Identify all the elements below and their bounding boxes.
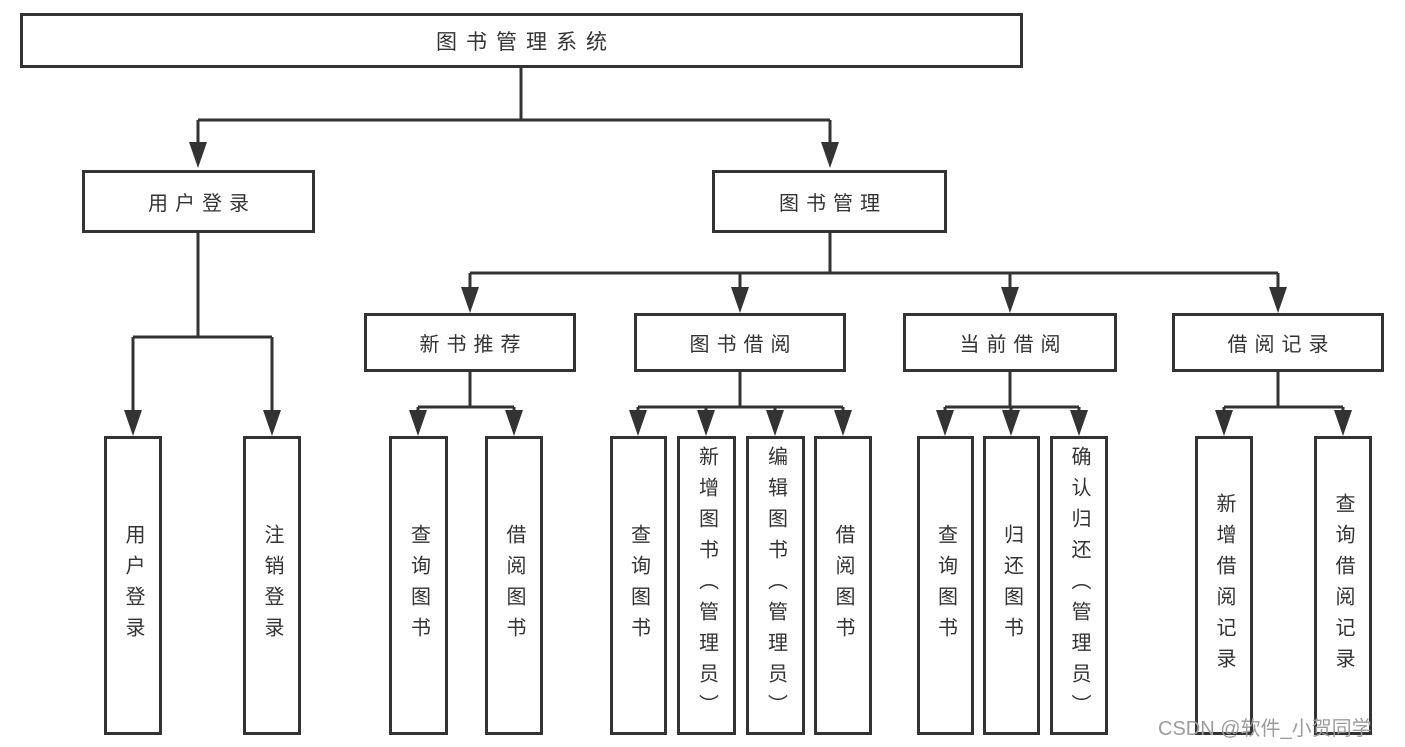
- submodule-node-new-book-recommend: 新书推荐: [364, 313, 576, 372]
- arrowhead-icon: [124, 410, 142, 436]
- arrowhead-icon: [1001, 287, 1019, 313]
- arrowhead-icon: [821, 142, 839, 168]
- arrowhead-icon: [263, 410, 281, 436]
- feature-node-add-borrow-record: 新增借阅记录: [1195, 436, 1253, 735]
- feature-node-edit-books-admin: 编辑图书（管理员）: [746, 436, 805, 735]
- arrowhead-icon: [189, 142, 207, 168]
- arrowhead-icon: [697, 410, 715, 436]
- arrowhead-icon: [766, 410, 784, 436]
- arrowhead-icon: [731, 287, 749, 313]
- arrowhead-icon: [1269, 287, 1287, 313]
- arrowhead-icon: [1002, 410, 1020, 436]
- arrowhead-icon: [629, 410, 647, 436]
- feature-node-query-books-3: 查询图书: [917, 436, 974, 735]
- arrowhead-icon: [409, 410, 427, 436]
- arrowhead-icon: [1215, 410, 1233, 436]
- arrowhead-icon: [461, 287, 479, 313]
- feature-node-borrow-books-1: 借阅图书: [485, 436, 543, 735]
- feature-node-query-borrow-record: 查询借阅记录: [1314, 436, 1372, 735]
- arrowhead-icon: [1070, 410, 1088, 436]
- arrowheads: [124, 142, 1352, 436]
- submodule-node-book-borrow: 图书借阅: [634, 313, 846, 372]
- arrowhead-icon: [834, 410, 852, 436]
- feature-node-user-login: 用户登录: [104, 436, 162, 735]
- feature-node-query-books-2: 查询图书: [610, 436, 667, 735]
- module-node-book-management: 图书管理: [712, 170, 947, 233]
- submodule-node-borrow-records: 借阅记录: [1172, 313, 1384, 372]
- module-node-user-login: 用户登录: [82, 170, 315, 233]
- root-node-library-management-system: 图书管理系统: [20, 13, 1023, 68]
- arrowhead-icon: [936, 410, 954, 436]
- watermark: CSDN @软件_小贺同学: [1158, 718, 1372, 740]
- submodule-node-current-borrow: 当前借阅: [903, 313, 1117, 372]
- feature-node-logout: 注销登录: [243, 436, 301, 735]
- feature-node-return-books: 归还图书: [983, 436, 1040, 735]
- feature-node-borrow-books-2: 借阅图书: [814, 436, 872, 735]
- arrowhead-icon: [1334, 410, 1352, 436]
- feature-node-add-books-admin: 新增图书（管理员）: [677, 436, 736, 735]
- feature-node-confirm-return-admin: 确认归还（管理员）: [1050, 436, 1108, 735]
- arrowhead-icon: [505, 410, 523, 436]
- feature-node-query-books-1: 查询图书: [389, 436, 448, 735]
